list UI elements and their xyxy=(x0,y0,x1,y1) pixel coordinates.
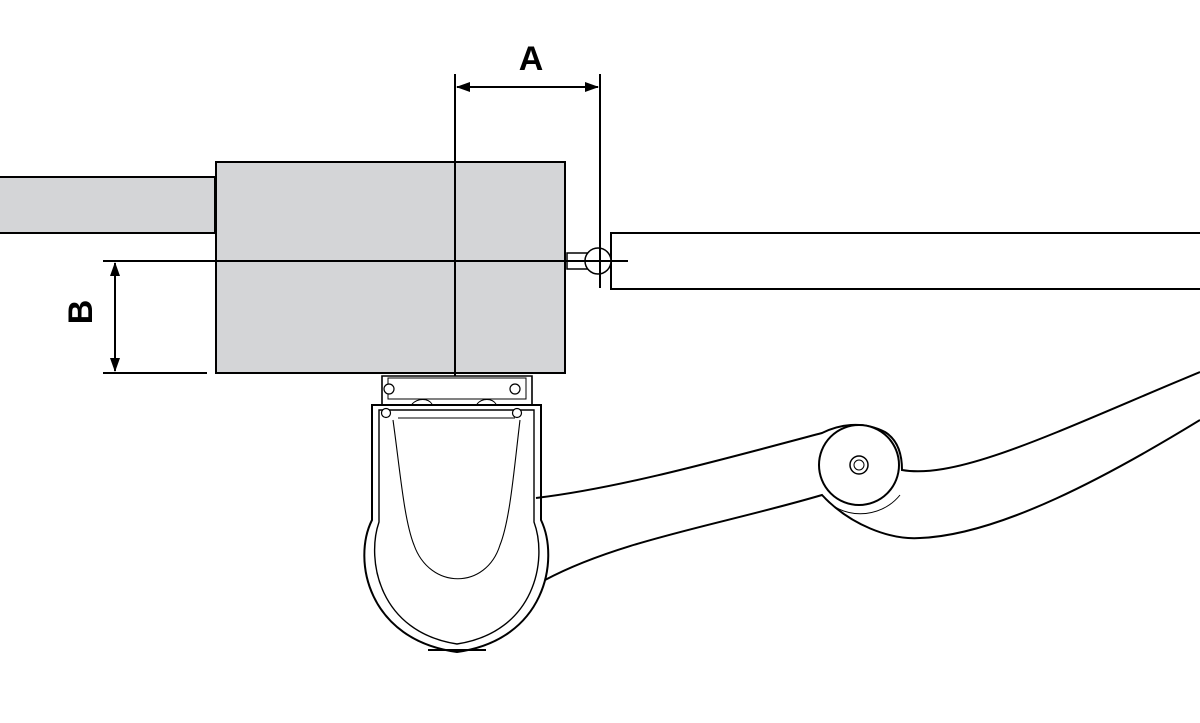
dimension-b-label: B xyxy=(62,300,100,325)
dimension-a-label: A xyxy=(519,40,544,78)
left-rail xyxy=(0,176,216,234)
pillar xyxy=(215,161,566,374)
mounting-bracket xyxy=(381,375,533,406)
arm-joint-pin xyxy=(849,455,869,475)
dimension-b: B xyxy=(62,262,207,374)
motor-body xyxy=(363,399,550,654)
operator-arm xyxy=(535,371,1200,581)
gate-leaf xyxy=(610,232,1200,290)
